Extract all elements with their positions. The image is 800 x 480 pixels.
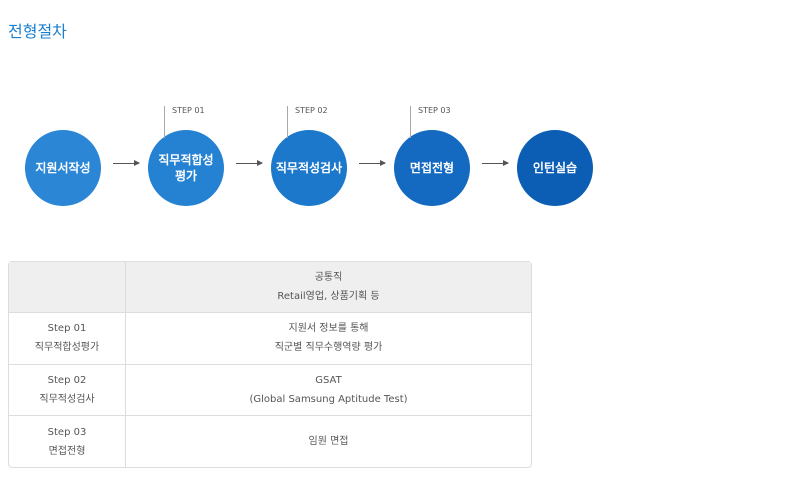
step-number: Step 03 — [47, 426, 87, 438]
description-cell: 임원 면접 — [126, 415, 531, 467]
header-cell: 공통직 Retail영업, 상품기획 등 — [126, 262, 531, 312]
step-circle: 면접전형 — [394, 130, 470, 206]
step-circle-label: 인턴실습 — [532, 161, 578, 175]
selection-table: 공통직 Retail영업, 상품기획 등 Step 01 직무적합성평가 지원서 … — [8, 261, 532, 468]
step-number: Step 02 — [47, 374, 87, 386]
step-marker-label: STEP 02 — [295, 106, 328, 115]
step-name: 면접전형 — [48, 445, 86, 457]
description-line2: 직군별 직무수행역량 평가 — [274, 342, 383, 354]
step-circle-label: 직무적성검사 — [275, 161, 343, 175]
step-circle-label: 직무적합성 평가 — [158, 153, 214, 183]
arrow-right-icon — [359, 160, 386, 166]
arrow-right-icon — [482, 160, 509, 166]
step-circle: 지원서작성 — [25, 130, 101, 206]
step-number: Step 01 — [47, 323, 87, 335]
step-name: 직무적합성평가 — [34, 342, 100, 354]
table-row: Step 03 면접전형 임원 면접 — [9, 415, 531, 467]
header-empty-cell — [9, 262, 126, 312]
description-line1: 지원서 정보를 통해 — [288, 323, 369, 335]
description-cell: GSAT (Global Samsung Aptitude Test) — [126, 363, 531, 416]
step-marker-line — [287, 106, 288, 138]
page-title: 전형절차 — [8, 22, 67, 41]
step-name: 직무적성검사 — [39, 393, 95, 405]
arrow-right-icon — [113, 160, 140, 166]
step-circle-label: 지원서작성 — [35, 161, 91, 175]
step-cell: Step 02 직무적성검사 — [9, 363, 126, 416]
step-marker-label: STEP 03 — [418, 106, 451, 115]
table-row: Step 02 직무적성검사 GSAT (Global Samsung Aptitu… — [9, 363, 531, 416]
step-cell: Step 01 직무적합성평가 — [9, 312, 126, 364]
description-line1: 임원 면접 — [308, 436, 349, 448]
arrow-right-icon — [236, 160, 263, 166]
header-line2: Retail영업, 상품기획 등 — [277, 291, 380, 302]
description-line1: GSAT — [315, 374, 342, 386]
description-line2: (Global Samsung Aptitude Test) — [249, 393, 408, 405]
step-marker-line — [164, 106, 165, 138]
step-circle: 직무적합성 평가 — [148, 130, 224, 206]
step-circle: 인턴실습 — [517, 130, 593, 206]
table-header-row: 공통직 Retail영업, 상품기획 등 — [9, 262, 531, 312]
step-marker-line — [410, 106, 411, 138]
step-circle-label: 면접전형 — [409, 161, 455, 175]
header-line1: 공통직 — [314, 272, 343, 283]
step-circle: 직무적성검사 — [271, 130, 347, 206]
step-cell: Step 03 면접전형 — [9, 415, 126, 467]
step-marker-label: STEP 01 — [172, 106, 205, 115]
